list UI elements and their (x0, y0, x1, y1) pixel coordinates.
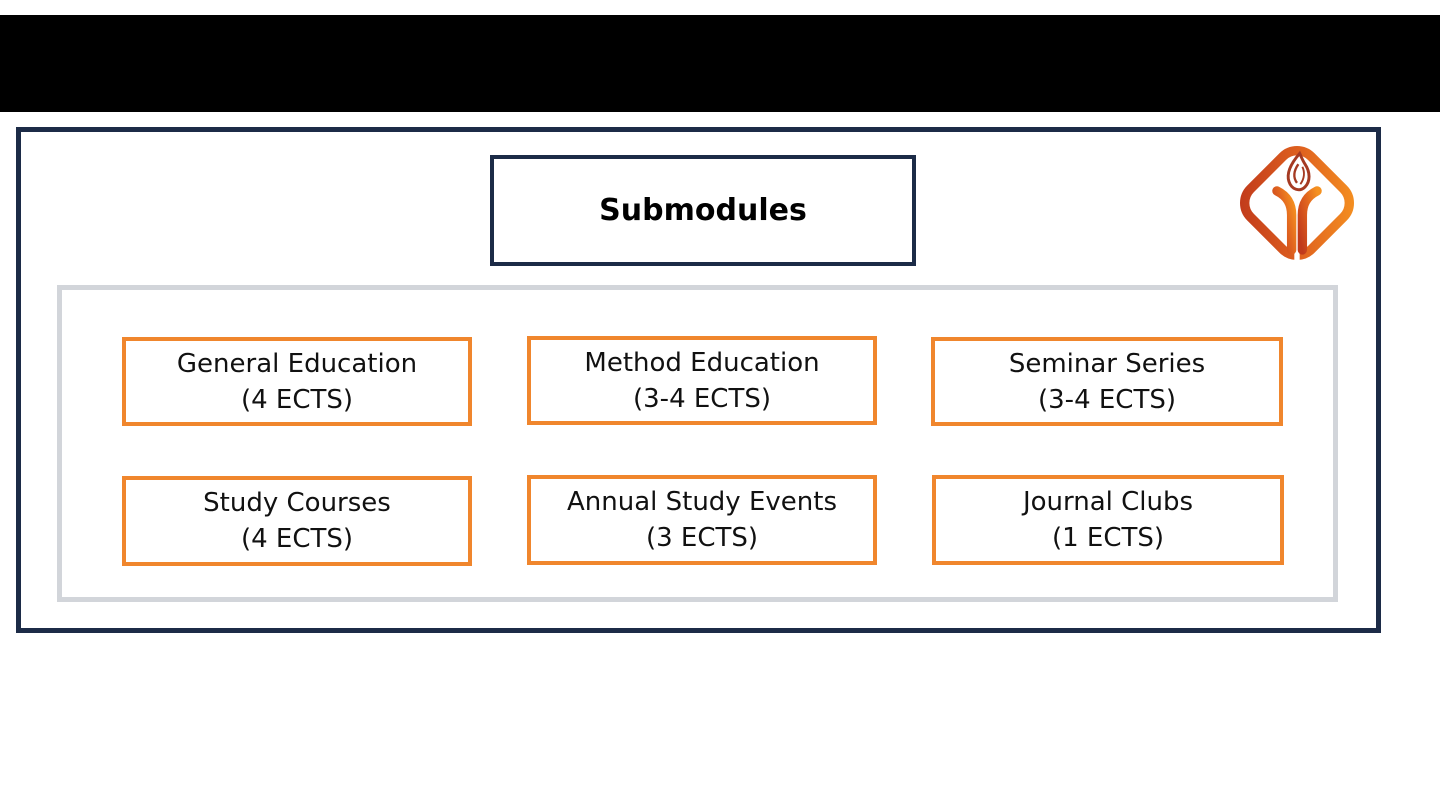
module-name: Seminar Series (1008, 348, 1206, 379)
module-box-journal-clubs: Journal Clubs (1 ECTS) (932, 475, 1284, 565)
module-ects: (1 ECTS) (1051, 523, 1165, 553)
module-ects: (3-4 ECTS) (1038, 384, 1176, 415)
module-ects: (3-4 ECTS) (633, 383, 771, 414)
module-box-study-courses: Study Courses (4 ECTS) (122, 476, 472, 566)
module-name: Journal Clubs (1022, 487, 1194, 517)
module-ects: (4 ECTS) (240, 524, 354, 554)
title-box: Submodules (490, 155, 916, 266)
top-black-bar (0, 15, 1440, 112)
modules-container: General Education (4 ECTS) Method Educat… (57, 285, 1338, 602)
module-ects: (3 ECTS) (645, 523, 759, 553)
module-ects: (4 ECTS) (240, 384, 354, 415)
module-name: Annual Study Events (566, 487, 837, 517)
module-box-annual-study-events: Annual Study Events (3 ECTS) (527, 475, 877, 565)
module-box-method-education: Method Education (3-4 ECTS) (527, 336, 877, 425)
module-name: Study Courses (203, 488, 391, 518)
module-box-seminar-series: Seminar Series (3-4 ECTS) (931, 337, 1283, 426)
module-name: General Education (176, 348, 418, 379)
module-name: Method Education (584, 347, 820, 378)
flame-diamond-logo-icon (1239, 145, 1355, 270)
module-box-general-education: General Education (4 ECTS) (122, 337, 472, 426)
page-title: Submodules (599, 193, 807, 228)
